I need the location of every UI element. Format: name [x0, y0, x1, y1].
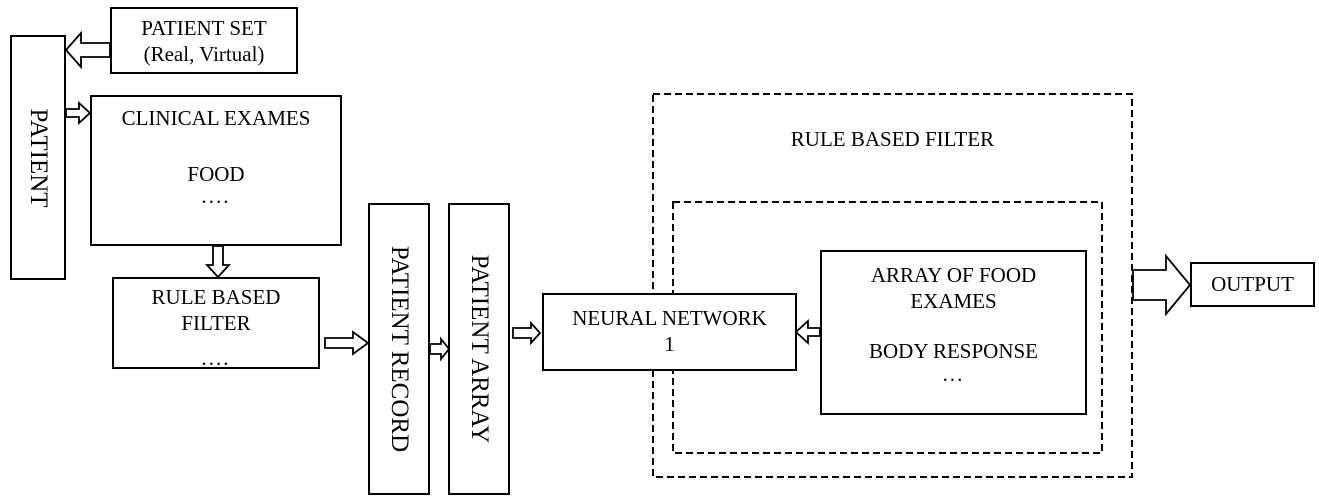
neural-network-line2: 1 [664, 332, 675, 356]
arrow-rule-based-filter-to-patient-record-icon [324, 330, 370, 356]
arrow-patient-record-to-patient-array-icon [429, 336, 451, 362]
rule-based-filter-ellipsis: .... [201, 346, 231, 370]
clinical-exames-title: CLINICAL EXAMES [121, 106, 311, 130]
rule-based-filter-box: RULE BASED FILTER .... [112, 277, 320, 369]
arrow-clinical-exames-to-rule-based-filter-icon [204, 245, 232, 279]
arrow-patient-to-clinical-exames-icon [65, 100, 92, 126]
arrow-array-of-food-to-neural-network-icon [794, 318, 821, 346]
arrow-patient-set-to-patient-icon [64, 30, 111, 70]
patient-record-box: PATIENT RECORD [368, 203, 430, 495]
rule-based-filter-outer-title: RULE BASED FILTER [790, 127, 995, 151]
patient-set-line1: PATIENT SET [141, 16, 267, 40]
patient-box: PATIENT [10, 35, 66, 280]
output-box: OUTPUT [1190, 262, 1315, 307]
clinical-exames-box: CLINICAL EXAMES FOOD .... [90, 95, 342, 246]
array-of-food-ellipsis: ... [942, 362, 965, 386]
rule-based-filter-outer-dashed-box [652, 93, 1133, 478]
clinical-exames-ellipsis: .... [201, 184, 231, 208]
array-of-food-line2: EXAMES [910, 289, 997, 313]
array-of-food-exames-box: ARRAY OF FOOD EXAMES BODY RESPONSE ... [820, 250, 1087, 415]
arrow-patient-array-to-neural-network-icon [512, 320, 542, 346]
array-of-food-line3: BODY RESPONSE [868, 339, 1038, 363]
patient-set-line2: (Real, Virtual) [143, 42, 265, 66]
clinical-exames-item-food: FOOD [187, 162, 245, 186]
rule-based-filter-line1: RULE BASED [151, 285, 281, 309]
neural-network-line1: NEURAL NETWORK [572, 306, 767, 330]
neural-network-1-box: NEURAL NETWORK 1 [542, 293, 797, 371]
arrow-rule-based-filter-to-output-icon [1132, 253, 1192, 317]
output-label: OUTPUT [1211, 272, 1294, 296]
array-of-food-line1: ARRAY OF FOOD [870, 263, 1037, 287]
patient-set-box: PATIENT SET (Real, Virtual) [110, 7, 298, 74]
rule-based-filter-line2: FILTER [181, 311, 251, 335]
